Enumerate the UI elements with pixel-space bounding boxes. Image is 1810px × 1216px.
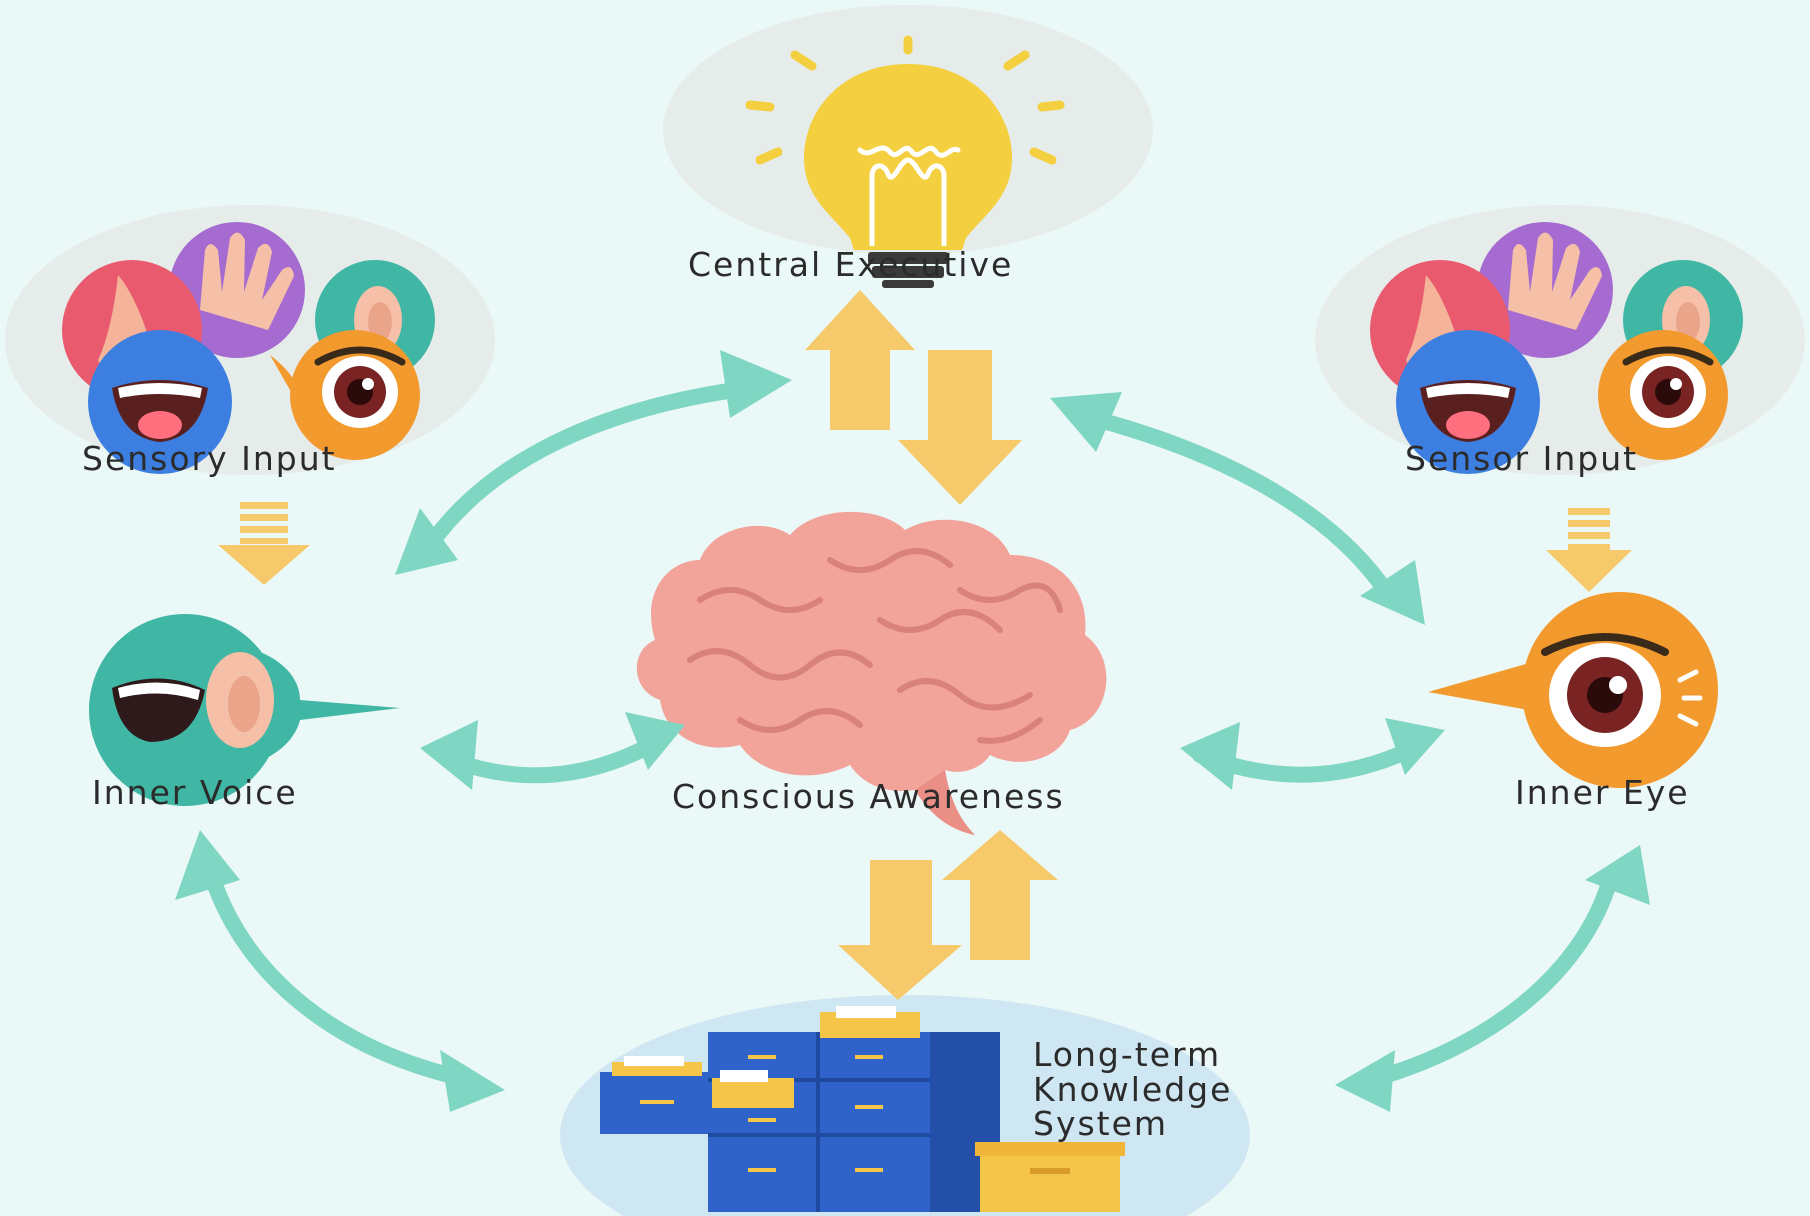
senses-cluster-icon-left <box>62 222 435 474</box>
sensory-input-left-label: Sensory Input <box>82 439 337 478</box>
arrow-inner-voice-to-long-term <box>202 862 478 1088</box>
sensor-input-right-label: Sensor Input <box>1405 439 1639 478</box>
conscious-awareness-label: Conscious Awareness <box>672 777 1065 816</box>
inner-eye-label: Inner Eye <box>1515 773 1690 812</box>
arrow-sensory-to-inner-voice <box>218 502 310 585</box>
lightbulb-icon <box>745 35 1065 288</box>
long-term-line-3: System <box>1033 1104 1169 1144</box>
teal-arrows <box>202 382 1618 1088</box>
long-term-knowledge-label: Long-term Knowledge System <box>1033 1035 1233 1144</box>
teal-arrowheads <box>175 350 1650 1112</box>
inner-voice-label: Inner Voice <box>92 773 298 812</box>
eye-bubble-icon <box>1428 592 1718 788</box>
arrow-sensor-to-inner-eye <box>1546 508 1632 592</box>
filing-cabinet-icon <box>600 1006 1125 1212</box>
arrow-inner-eye-to-long-term <box>1362 872 1618 1088</box>
arrow-down-from-central-executive <box>898 350 1022 505</box>
central-executive-label: Central Executive <box>688 245 1014 284</box>
long-term-line-1: Long-term <box>1033 1035 1222 1074</box>
mouth-ear-bubble-icon <box>89 614 400 806</box>
arrow-central-to-inner-eye <box>1072 407 1393 598</box>
arrow-up-from-long-term <box>942 830 1058 960</box>
long-term-line-2: Knowledge <box>1033 1069 1233 1109</box>
arrow-inner-voice-to-brain <box>444 732 668 784</box>
senses-cluster-icon-right <box>1370 222 1743 474</box>
arrow-up-to-central-executive <box>805 290 915 430</box>
yellow-arrows <box>218 290 1632 1000</box>
arrow-central-to-inner-voice <box>422 382 743 553</box>
arrow-down-to-long-term <box>838 860 962 1000</box>
brain-icon <box>636 511 1107 835</box>
